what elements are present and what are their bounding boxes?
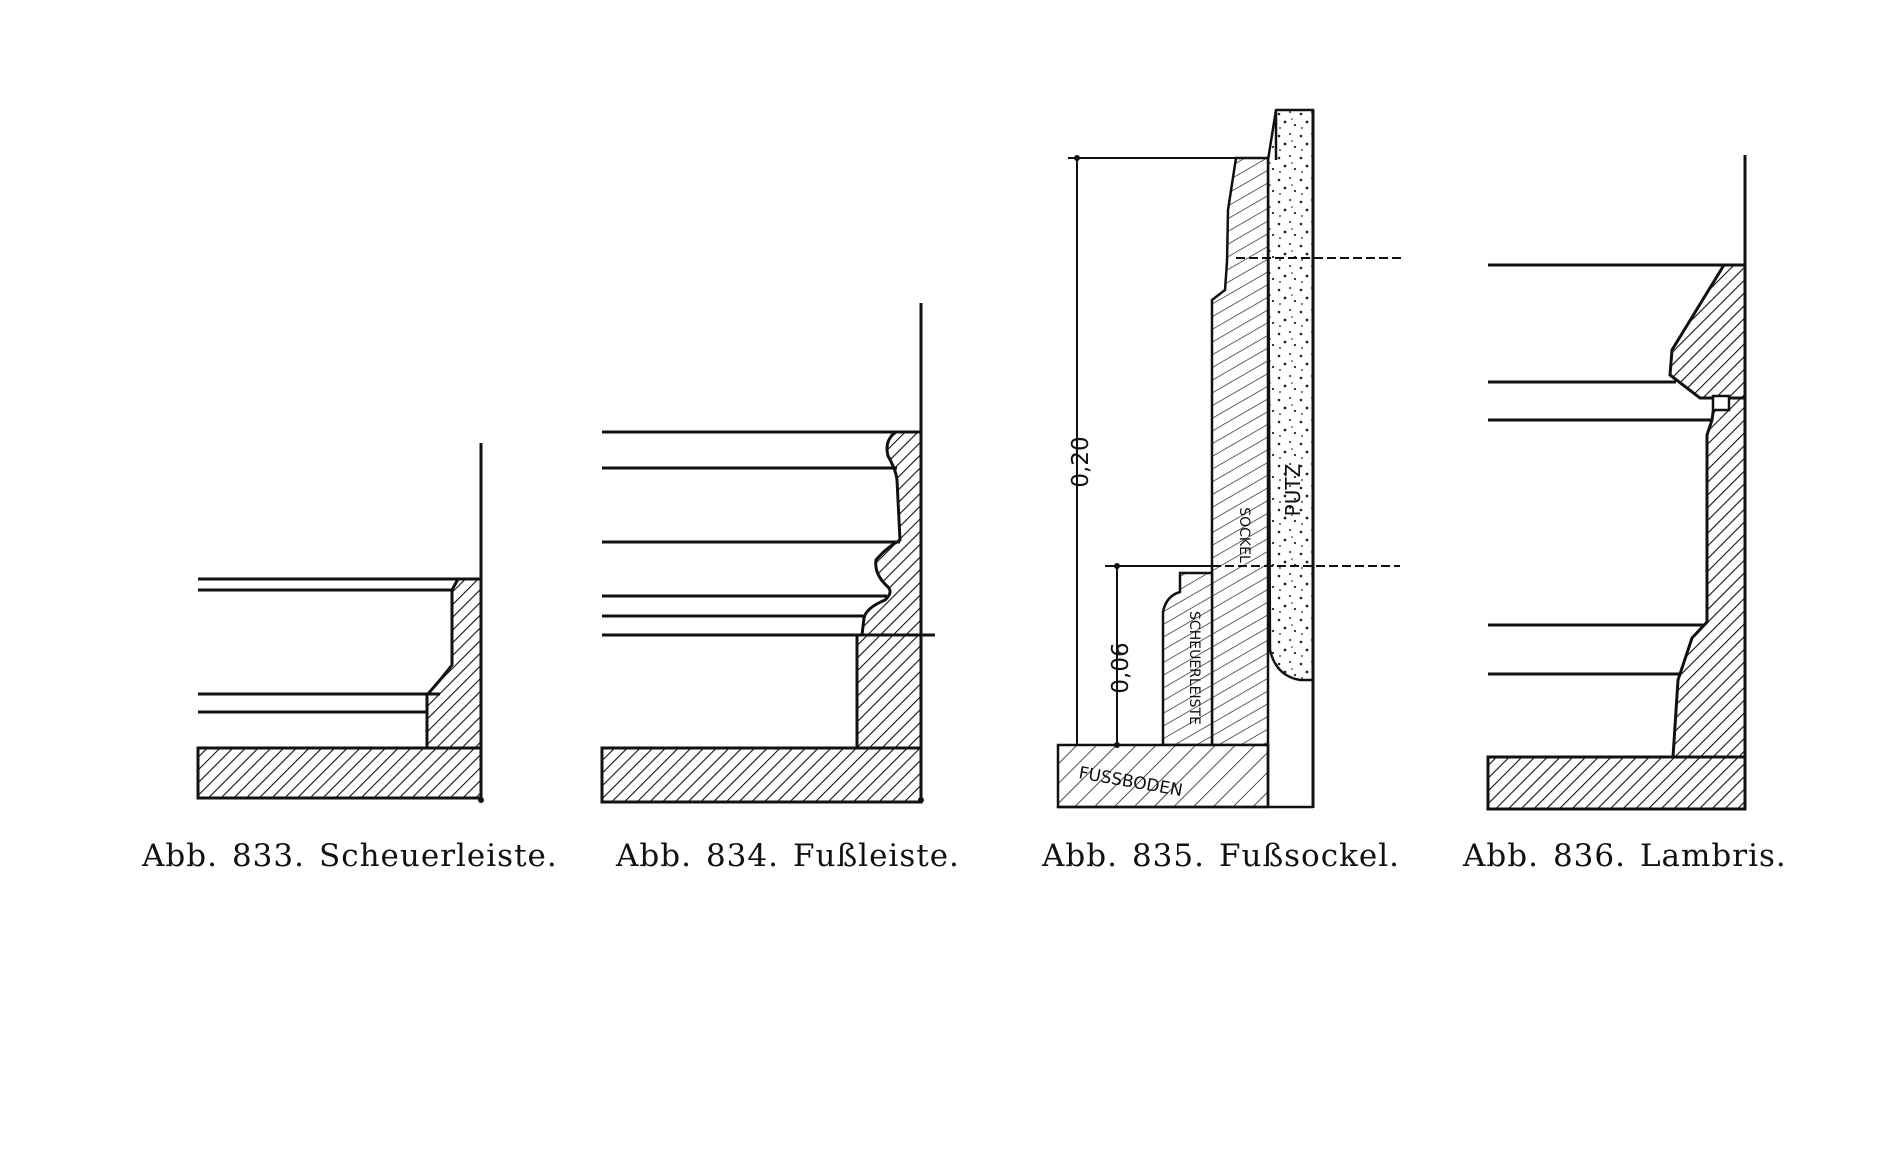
caption-number: 833. [231, 838, 305, 874]
caption-figure-836: Abb. 836. Lambris. [1463, 838, 1787, 874]
molding-profile [860, 430, 923, 637]
caption-number: 835. [1131, 838, 1205, 874]
floor-slab [600, 746, 923, 804]
caption-number: 836. [1552, 838, 1626, 874]
caption-title: Scheuerleiste. [318, 838, 558, 874]
caption-number: 834. [705, 838, 779, 874]
dimension-total-label: 0,20 [1068, 436, 1094, 487]
panel-frame [1671, 396, 1747, 759]
figure-833-scheuerleiste [196, 443, 484, 803]
dimension-lines [1068, 157, 1268, 746]
caption-prefix: Abb. [616, 838, 692, 874]
caption-title: Fußleiste. [792, 838, 960, 874]
plinth-board [1210, 156, 1270, 747]
floor-slab [1486, 755, 1747, 811]
cap-molding [1668, 263, 1747, 400]
caption-prefix: Abb. [1042, 838, 1118, 874]
figure-834-fussleiste [600, 303, 935, 804]
profile-lines [1488, 263, 1745, 676]
caption-figure-834: Abb. 834. Fußleiste. [616, 838, 960, 874]
profile-lines [602, 430, 935, 637]
caption-prefix: Abb. [1463, 838, 1539, 874]
profile-lines [198, 577, 481, 714]
caption-figure-833: Abb. 833. Scheuerleiste. [142, 838, 558, 874]
caption-title: Lambris. [1639, 838, 1787, 874]
caption-title: Fußsockel. [1218, 838, 1400, 874]
floor-slab [196, 746, 483, 800]
plaster-label: PUTZ [1281, 464, 1305, 517]
caption-prefix: Abb. [142, 838, 218, 874]
dimension-lower-label: 0,06 [1108, 642, 1134, 693]
plinth-label: SOCKEL [1236, 507, 1252, 563]
figure-835-fusssockel: 0,20 0,06 FUSSBODEN PUTZ SOCKEL SCHEUERL… [1056, 108, 1405, 809]
scuff-board-profile [425, 577, 483, 750]
caption-figure-835: Abb. 835. Fußsockel. [1042, 838, 1400, 874]
scuff-label: SCHEUERLEISTE [1186, 611, 1202, 725]
figure-836-lambris [1486, 155, 1747, 811]
section-cut-lines [1212, 257, 1405, 567]
base-block [855, 633, 923, 750]
plaster-layer [1266, 108, 1315, 682]
